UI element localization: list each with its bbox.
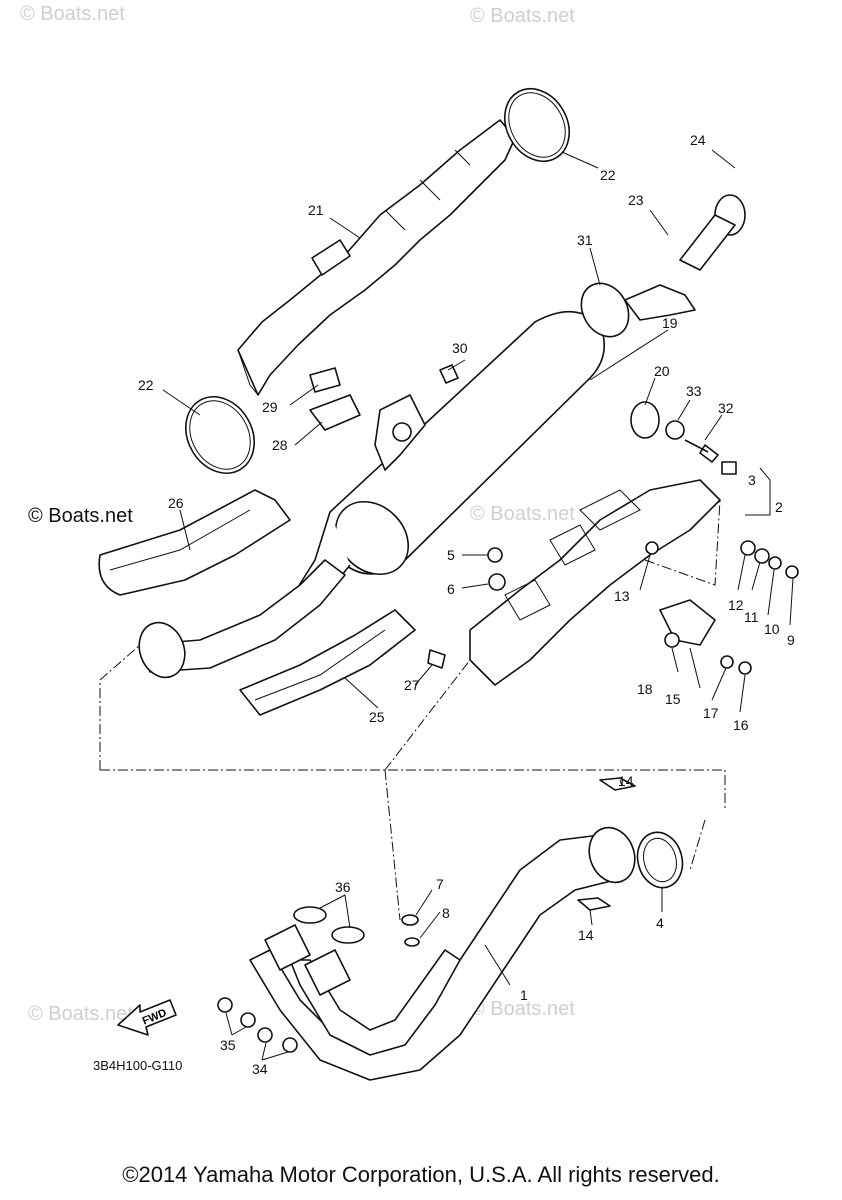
- callout-16: 16: [733, 717, 749, 733]
- callout-9: 9: [787, 632, 795, 648]
- watermark: © Boats.net: [470, 503, 575, 525]
- bolt-32: [684, 439, 719, 463]
- gasket-31: [580, 282, 630, 338]
- connecting-pipe-26: [98, 489, 346, 679]
- callout-31: 31: [577, 232, 593, 248]
- callout-36: 36: [335, 879, 351, 895]
- bolt-30: [439, 364, 459, 384]
- gasket-8: [404, 937, 420, 947]
- collar-33: [665, 420, 685, 440]
- callout-14-bottom: 14: [578, 927, 594, 943]
- callout-15: 15: [665, 691, 681, 707]
- watermark: © Boats.net: [470, 5, 575, 27]
- callout-27: 27: [404, 677, 420, 693]
- callout-28: 28: [272, 437, 288, 453]
- callout-10: 10: [764, 621, 780, 637]
- watermark: © Boats.net: [20, 3, 125, 25]
- exhaust-pipe-1: [249, 826, 636, 1081]
- callout-19: 19: [662, 315, 678, 331]
- callout-13: 13: [614, 588, 630, 604]
- bolt-9: [785, 565, 799, 579]
- callout-26: 26: [168, 495, 184, 511]
- port-left: [264, 924, 311, 971]
- bolt-5: [487, 547, 503, 563]
- callout-32: 32: [718, 400, 734, 416]
- heat-guard-21: [237, 119, 516, 396]
- callout-7: 7: [436, 876, 444, 892]
- callout-18: 18: [637, 681, 653, 697]
- reference-bracket: [100, 769, 726, 810]
- callout-14-top: 14: [618, 773, 634, 789]
- callout-8: 8: [442, 905, 450, 921]
- watermark: © Boats.net: [28, 1003, 133, 1025]
- gasket-7: [401, 914, 419, 926]
- washer-11: [754, 548, 770, 564]
- bolt-27: [427, 649, 446, 669]
- callout-33: 33: [686, 383, 702, 399]
- nut-35b: [240, 1012, 256, 1028]
- callout-11: 11: [744, 609, 759, 625]
- collar-18: [664, 632, 680, 648]
- callout-22-top: 22: [600, 167, 616, 183]
- gasket-36b: [331, 926, 365, 944]
- band-clamp-22-top: [504, 88, 570, 162]
- washer-10: [768, 556, 782, 570]
- spring-14-bottom: [577, 897, 611, 911]
- callout-5: 5: [447, 547, 455, 563]
- damper-20: [630, 401, 660, 439]
- diagram-code: 3B4H100-G110: [93, 1058, 183, 1073]
- watermark: © Boats.net: [470, 998, 575, 1020]
- tail-pipe-23: [624, 284, 696, 321]
- callout-4: 4: [656, 915, 664, 931]
- callout-2: 2: [775, 499, 783, 515]
- callout-6: 6: [447, 581, 455, 597]
- nut-35a: [217, 997, 233, 1013]
- callout-34: 34: [252, 1061, 268, 1077]
- spring-14-top: [599, 777, 636, 791]
- band-clamp-22-left: [185, 396, 255, 474]
- nut-3: [721, 461, 737, 475]
- callout-29: 29: [262, 399, 278, 415]
- callout-23: 23: [628, 192, 644, 208]
- washer-17: [720, 655, 734, 669]
- watermark-dark: © Boats.net: [28, 505, 133, 527]
- collar-13: [645, 541, 659, 555]
- callout-35: 35: [220, 1037, 236, 1053]
- callout-22-left: 22: [138, 377, 154, 393]
- port-right: [304, 949, 351, 996]
- bracket-28: [309, 394, 361, 431]
- callout-20: 20: [654, 363, 670, 379]
- gasket-36a: [293, 906, 327, 924]
- nut-34a: [257, 1027, 273, 1043]
- callout-1: 1: [520, 987, 528, 1003]
- washer-6: [488, 573, 506, 591]
- callout-30: 30: [452, 340, 468, 356]
- callout-24: 24: [690, 132, 706, 148]
- pipe-protector-2: [469, 479, 721, 686]
- copyright-notice: ©2014 Yamaha Motor Corporation, U.S.A. A…: [122, 1162, 720, 1187]
- damper-29: [309, 367, 341, 393]
- callout-17: 17: [703, 705, 719, 721]
- callout-3: 3: [748, 472, 756, 488]
- collar-12: [740, 540, 756, 556]
- gasket-4: [636, 831, 684, 889]
- nut-34b: [282, 1037, 298, 1053]
- callout-21: 21: [308, 202, 324, 218]
- bolt-16: [738, 661, 752, 675]
- callout-25: 25: [369, 709, 385, 725]
- callout-12: 12: [728, 597, 744, 613]
